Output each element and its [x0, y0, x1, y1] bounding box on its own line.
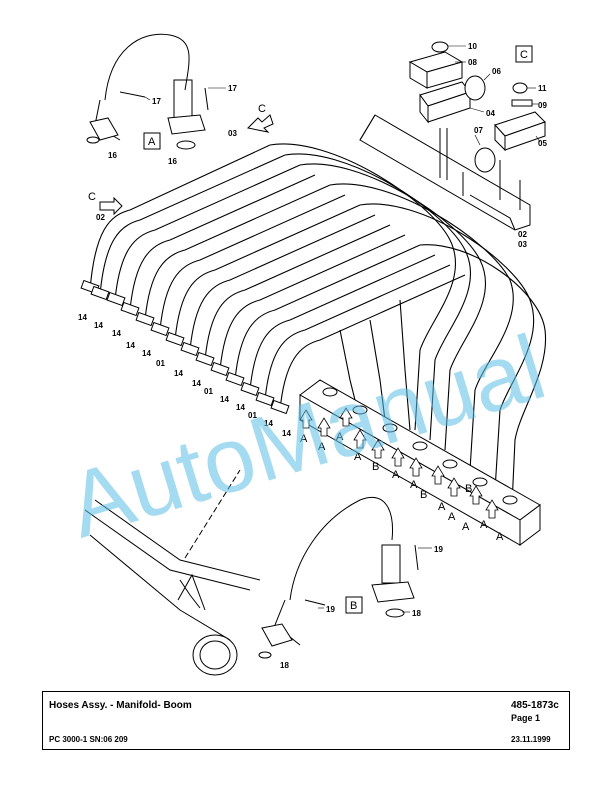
detail-box-c-label: C: [520, 49, 528, 61]
arrow-label: A: [496, 531, 504, 543]
callout-14: 14: [112, 329, 121, 338]
view-arrow-c-left: C: [88, 191, 123, 216]
view-arrow-c-top-label: C: [258, 103, 266, 115]
callout-14: 14: [220, 395, 229, 404]
arrow-label: A: [480, 519, 488, 531]
callout-08: 08: [468, 58, 477, 67]
callout-01: 01: [248, 411, 257, 420]
hose-fittings-row: [80, 279, 290, 415]
clamp-parts: [408, 41, 546, 173]
exploded-parts-diagram: A B C C C A A A A B A A B A: [57, 33, 556, 676]
callout-14: 14: [126, 341, 135, 350]
arrow-label: A: [462, 521, 470, 533]
drawing-date: 23.11.1999: [511, 735, 551, 744]
hose-bundle: [89, 143, 547, 506]
callout-09: 09: [538, 101, 547, 110]
arrow-label: B: [420, 489, 427, 501]
callout-06: 06: [492, 67, 501, 76]
arrow-label: A: [336, 431, 344, 443]
callout-19-left: 19: [326, 605, 335, 614]
detail-a-assembly: [86, 33, 209, 150]
arrow-label: A: [448, 511, 456, 523]
callouts: 10 08 06 04 07 11 09 05 02 03 17 17 16 1…: [78, 42, 547, 670]
callout-02-right: 02: [518, 230, 527, 239]
callout-04: 04: [486, 109, 495, 118]
arrow-label: A: [392, 469, 400, 481]
view-arrow-c-top: C: [246, 103, 274, 133]
direction-arrow-labels: A A A A B A A B A A B A A A: [300, 431, 504, 543]
callout-14: 14: [142, 349, 151, 358]
arrow-label: A: [354, 451, 362, 463]
drawing-title: Hoses Assy. - Manifold- Boom: [49, 700, 192, 711]
callout-03-top: 03: [228, 129, 237, 138]
arrow-label: B: [372, 461, 379, 473]
view-arrow-c-left-label: C: [88, 191, 96, 203]
manifold-block: [299, 379, 541, 546]
detail-box-b: B: [345, 596, 363, 614]
callout-19-right: 19: [434, 545, 443, 554]
callout-17-right: 17: [228, 84, 237, 93]
boom-section: [84, 469, 261, 676]
detail-box-b-label: B: [350, 600, 357, 612]
callout-16-left: 16: [108, 151, 117, 160]
arrow-label: A: [318, 441, 326, 453]
callout-14: 14: [94, 321, 103, 330]
arrow-label: A: [438, 501, 446, 513]
leader-lines: [144, 45, 541, 613]
callout-01: 01: [204, 387, 213, 396]
arrow-label: A: [300, 433, 308, 445]
callout-14: 14: [192, 379, 201, 388]
direction-arrows: [299, 407, 499, 519]
callout-07: 07: [474, 126, 483, 135]
callout-14: 14: [264, 419, 273, 428]
detail-box-c: C: [515, 45, 533, 63]
detail-box-a-label: A: [148, 136, 156, 148]
callout-01: 01: [156, 359, 165, 368]
callout-02-left: 02: [96, 213, 105, 222]
callout-14: 14: [282, 429, 291, 438]
arrow-label: B: [465, 483, 472, 495]
callout-10: 10: [468, 42, 477, 51]
drawing-number: 485-1873c: [511, 700, 559, 711]
callout-03-right: 03: [518, 240, 527, 249]
arrow-label: A: [410, 479, 418, 491]
callout-14: 14: [174, 369, 183, 378]
page-number: Page 1: [511, 713, 541, 723]
callout-05: 05: [538, 139, 547, 148]
callout-14: 14: [78, 313, 87, 322]
callout-17-left: 17: [152, 97, 161, 106]
callout-14: 14: [236, 403, 245, 412]
callout-18-right: 18: [412, 609, 421, 618]
callout-11: 11: [538, 84, 547, 93]
clamp-rail: [359, 114, 531, 231]
detail-box-a: A: [143, 132, 161, 150]
callout-16-right: 16: [168, 157, 177, 166]
machine-model: PC 3000-1 SN:06 209: [49, 735, 128, 744]
callout-18-left: 18: [280, 661, 289, 670]
detail-b-assembly: [258, 497, 419, 659]
title-block: Hoses Assy. - Manifold- Boom 485-1873c P…: [42, 691, 570, 750]
